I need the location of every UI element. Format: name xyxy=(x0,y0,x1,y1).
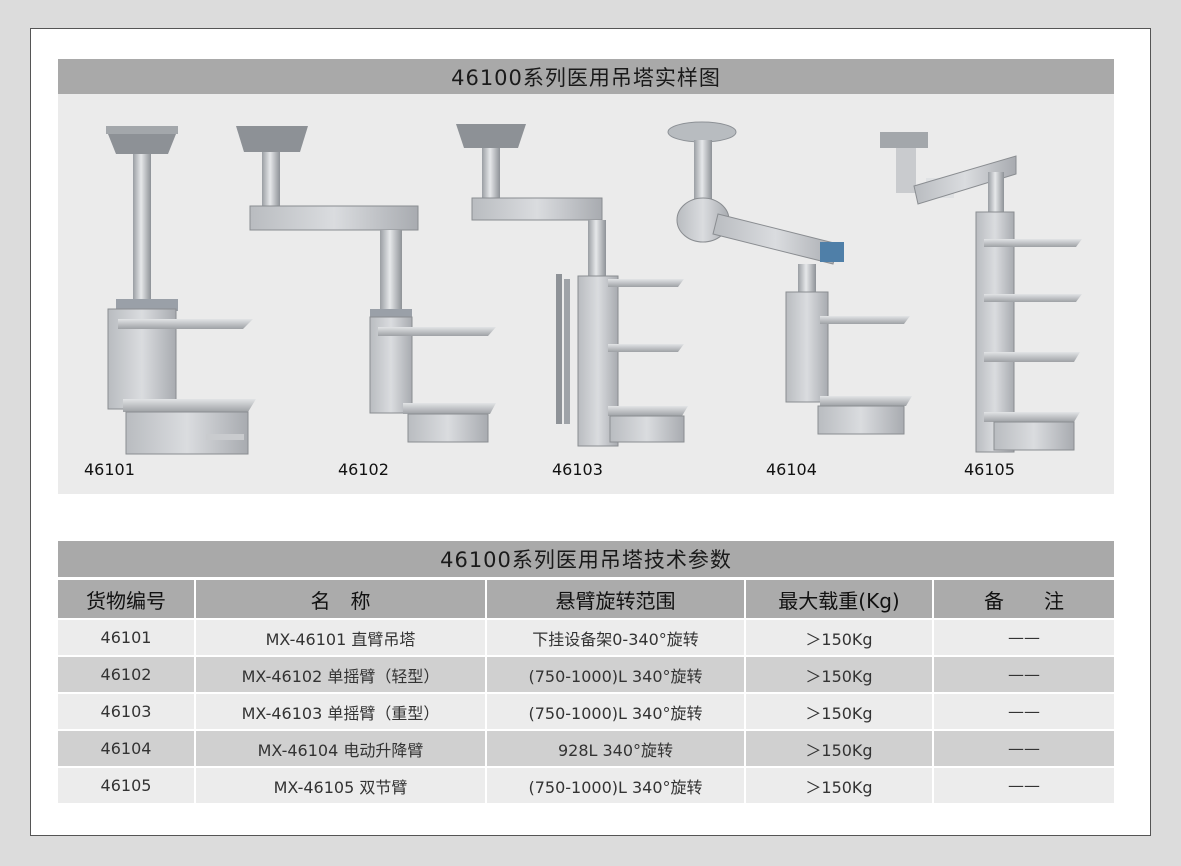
cell-max-load: ＞150Kg xyxy=(745,619,934,657)
pendant-label-46103: 46103 xyxy=(552,460,603,479)
table-row: 46104 MX-46104 电动升降臂 928L 340°旋转 ＞150Kg … xyxy=(58,730,1114,768)
cell-rotation: 下挂设备架0-340°旋转 xyxy=(486,619,746,657)
cell-item-no: 46102 xyxy=(58,656,196,694)
cell-remarks: —— xyxy=(933,767,1114,805)
cell-item-no: 46103 xyxy=(58,693,196,731)
table-row: 46105 MX-46105 双节臂 (750-1000)L 340°旋转 ＞1… xyxy=(58,767,1114,805)
gallery-title-bar: 46100系列医用吊塔实样图 xyxy=(58,59,1114,95)
cell-rotation: (750-1000)L 340°旋转 xyxy=(486,693,746,731)
cell-remarks: —— xyxy=(933,730,1114,768)
cell-name: MX-46102 单摇臂（轻型） xyxy=(195,656,487,694)
cell-rotation: (750-1000)L 340°旋转 xyxy=(486,656,746,694)
pendant-46101-illustration xyxy=(106,126,256,455)
pendant-label-46104: 46104 xyxy=(766,460,817,479)
pendant-46104-illustration xyxy=(667,121,912,435)
header-item-no: 货物编号 xyxy=(58,580,196,620)
gallery-title: 46100系列医用吊塔实样图 xyxy=(451,66,721,90)
cell-remarks: —— xyxy=(933,656,1114,694)
cell-name: MX-46103 单摇臂（重型） xyxy=(195,693,487,731)
table-row: 46103 MX-46103 单摇臂（重型） (750-1000)L 340°旋… xyxy=(58,693,1114,731)
pendant-gallery: 46101 46102 46103 46104 46105 xyxy=(58,94,1114,494)
header-rotation: 悬臂旋转范围 xyxy=(486,580,746,620)
cell-max-load: ＞150Kg xyxy=(745,730,934,768)
cell-item-no: 46105 xyxy=(58,767,196,805)
pendant-label-46102: 46102 xyxy=(338,460,389,479)
pendant-illustrations xyxy=(106,121,1082,455)
cell-name: MX-46104 电动升降臂 xyxy=(195,730,487,768)
cell-remarks: —— xyxy=(933,619,1114,657)
catalog-page: 46100系列医用吊塔实样图 xyxy=(30,28,1151,836)
cell-rotation: (750-1000)L 340°旋转 xyxy=(486,767,746,805)
pendant-label-46105: 46105 xyxy=(964,460,1015,479)
cell-max-load: ＞150Kg xyxy=(745,767,934,805)
header-name: 名 称 xyxy=(195,580,487,620)
pendant-46103-illustration xyxy=(456,124,688,447)
cell-name: MX-46101 直臂吊塔 xyxy=(195,619,487,657)
specs-title-bar: 46100系列医用吊塔技术参数 xyxy=(58,541,1114,577)
table-row: 46102 MX-46102 单摇臂（轻型） (750-1000)L 340°旋… xyxy=(58,656,1114,694)
pendant-46102-illustration xyxy=(236,126,496,443)
pendant-46105-illustration xyxy=(880,132,1082,453)
header-max-load: 最大载重(Kg) xyxy=(745,580,934,620)
table-row: 46101 MX-46101 直臂吊塔 下挂设备架0-340°旋转 ＞150Kg… xyxy=(58,619,1114,657)
cell-max-load: ＞150Kg xyxy=(745,693,934,731)
cell-item-no: 46101 xyxy=(58,619,196,657)
cell-rotation: 928L 340°旋转 xyxy=(486,730,746,768)
pendant-label-46101: 46101 xyxy=(84,460,135,479)
cell-max-load: ＞150Kg xyxy=(745,656,934,694)
specs-title: 46100系列医用吊塔技术参数 xyxy=(440,548,732,572)
header-remarks: 备 注 xyxy=(933,580,1114,620)
specs-header-row: 货物编号 名 称 悬臂旋转范围 最大载重(Kg) 备 注 xyxy=(58,580,1114,620)
cell-remarks: —— xyxy=(933,693,1114,731)
cell-name: MX-46105 双节臂 xyxy=(195,767,487,805)
specs-table: 货物编号 名 称 悬臂旋转范围 最大载重(Kg) 备 注 46101 MX-46… xyxy=(58,580,1114,805)
cell-item-no: 46104 xyxy=(58,730,196,768)
